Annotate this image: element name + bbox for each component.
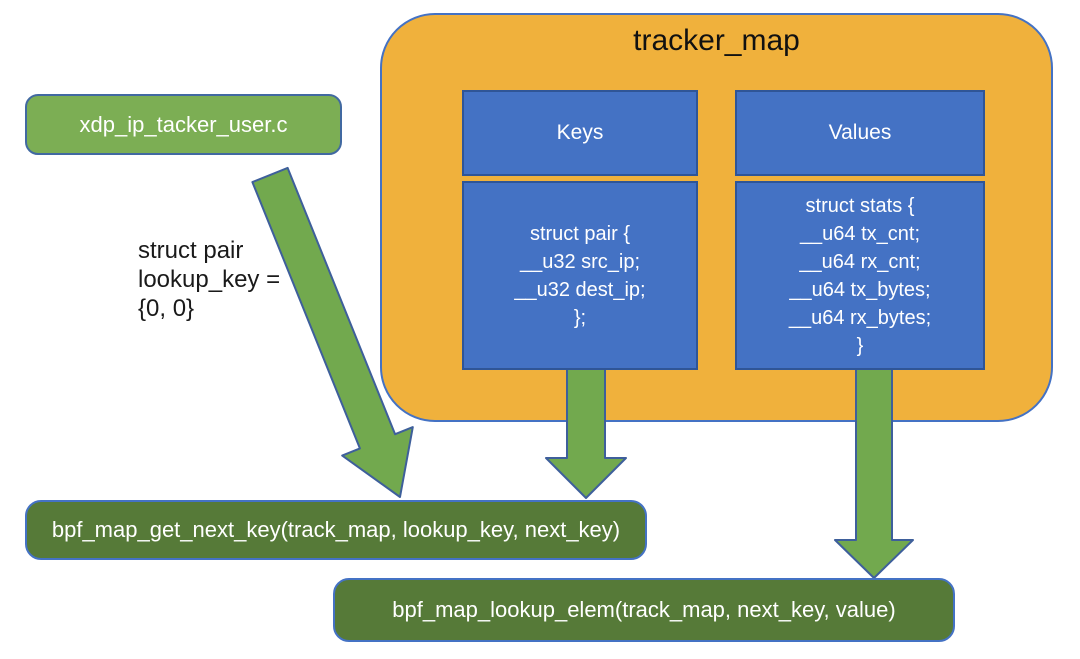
values-header-cell: Values xyxy=(735,90,985,176)
values-struct-cell: struct stats { __u64 tx_cnt; __u64 rx_cn… xyxy=(735,181,985,370)
bpf-map-lookup-elem-box: bpf_map_lookup_elem(track_map, next_key,… xyxy=(333,578,955,642)
source-file-box: xdp_ip_tacker_user.c xyxy=(25,94,342,155)
bpf-map-get-next-key-label: bpf_map_get_next_key(track_map, lookup_k… xyxy=(51,517,621,542)
lookup-key-annotation: struct pair lookup_key = {0, 0} xyxy=(138,237,281,322)
keys-header-cell: Keys xyxy=(462,90,698,176)
keys-struct-cell: struct pair { __u32 src_ip; __u32 dest_i… xyxy=(462,181,698,370)
bpf-map-lookup-elem-label: bpf_map_lookup_elem(track_map, next_key,… xyxy=(392,597,896,622)
source-file-label: xdp_ip_tacker_user.c xyxy=(79,111,288,137)
bpf-map-get-next-key-box: bpf_map_get_next_key(track_map, lookup_k… xyxy=(25,500,647,560)
tracker-map-title: tracker_map xyxy=(633,24,800,57)
